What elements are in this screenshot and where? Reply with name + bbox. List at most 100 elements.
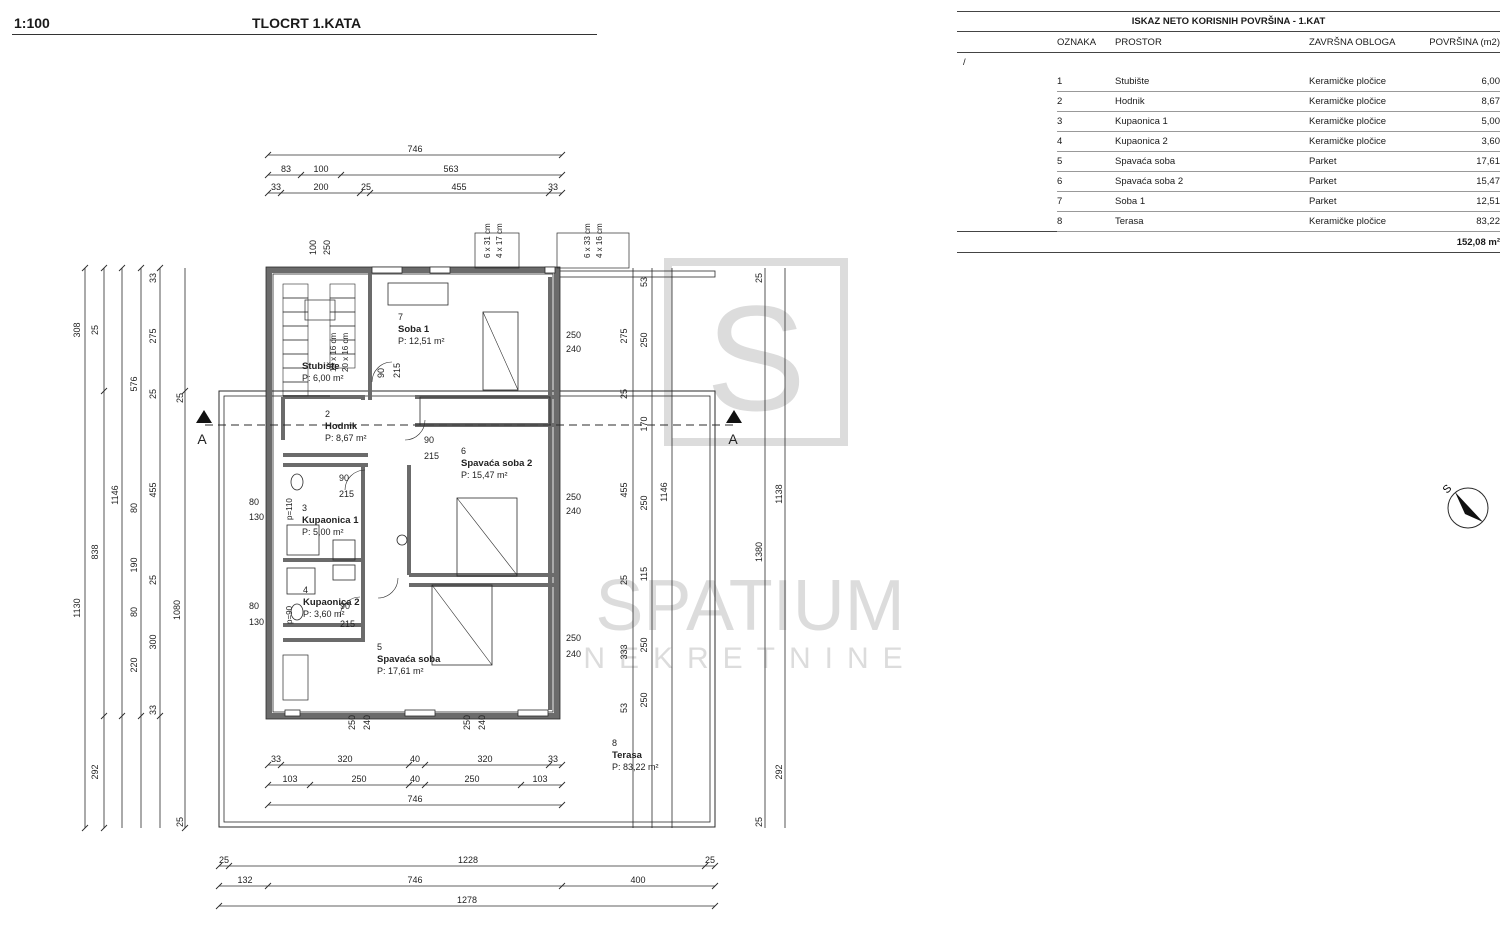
window (429, 266, 451, 274)
dimension-label: 33 (548, 754, 558, 764)
dimension-label: 25 (754, 273, 764, 283)
row-finish: Parket (1309, 151, 1427, 172)
dimension-label: 300 (148, 634, 158, 649)
dimension-label: 200 (313, 182, 328, 192)
opening-label: 250 (566, 492, 581, 502)
dimension-label: 25 (148, 389, 158, 399)
dimension-label: 1380 (754, 542, 764, 562)
section-label: A (728, 431, 738, 447)
area-table-title: ISKAZ NETO KORISNIH POVRŠINA - 1.KAT (957, 11, 1500, 32)
dimension-label: 333 (619, 644, 629, 659)
wardrobe (419, 396, 551, 426)
north-arrow-needle (1455, 492, 1483, 522)
wardrobe-diag (431, 584, 493, 666)
dim-tick (137, 264, 145, 272)
room-name: Spavaća soba 2 (461, 458, 532, 469)
dimension-label: 100 (313, 164, 328, 174)
total-area: 152,08 m² (1427, 231, 1500, 253)
dim-tick (405, 781, 413, 789)
dimension-label: 455 (619, 482, 629, 497)
stair-lower (282, 654, 309, 701)
row-area: 5,00 (1427, 111, 1500, 132)
dimension-label: 250 (639, 637, 649, 652)
watermark-text: SPATIUM (595, 566, 904, 646)
dim-tick (306, 781, 314, 789)
stair-step (329, 311, 356, 327)
row-id: 7 (1057, 191, 1115, 212)
door-swing (339, 596, 361, 618)
row-area: 15,47 (1427, 171, 1500, 192)
room-area: P: 5,00 m² (302, 527, 344, 537)
opening-label: 90 (424, 435, 434, 445)
dim-tick (215, 902, 223, 910)
dim-tick (100, 824, 108, 832)
col-prostor: PROSTOR (1115, 31, 1309, 53)
dim-tick (225, 862, 233, 870)
room-number: 4 (303, 585, 308, 595)
dim-tick (558, 761, 566, 769)
opening-label: 240 (362, 715, 372, 730)
opening-label: 215 (392, 363, 402, 378)
row-id: 2 (1057, 91, 1115, 112)
opening-label: 250 (322, 240, 332, 255)
room-area: P: 8,67 m² (325, 433, 367, 443)
stair-note: 6 x 33 cm (583, 223, 592, 258)
door-swing (344, 469, 366, 491)
dim-tick (215, 862, 223, 870)
stair-step (282, 339, 309, 355)
section-arrow-icon (726, 410, 742, 423)
dimension-label: 1278 (457, 895, 477, 905)
area-table-total: 152,08 m² (957, 231, 1500, 253)
room-number: 6 (461, 446, 466, 456)
dimension-label: 103 (282, 774, 297, 784)
dimension-label: 25 (148, 575, 158, 585)
wardrobe (456, 497, 518, 577)
watermark-subtext: NEKRETNINE (583, 642, 916, 675)
dimension-label: 190 (129, 557, 139, 572)
dim-tick (81, 824, 89, 832)
dim-tick (421, 781, 429, 789)
dimension-label: 25 (90, 325, 100, 335)
room-area: P: 83,22 m² (612, 762, 659, 772)
stair-step (282, 325, 309, 341)
stair-symbol (474, 232, 520, 269)
stair-step (282, 311, 309, 327)
dimension-label: 320 (477, 754, 492, 764)
dim-tick (356, 189, 364, 197)
dimension-label: 250 (639, 495, 649, 510)
opening-label: 250 (347, 715, 357, 730)
window (544, 266, 556, 274)
dim-tick (558, 882, 566, 890)
dimension-label: 80 (129, 607, 139, 617)
dim-tick (711, 902, 719, 910)
dimension-label: 132 (237, 875, 252, 885)
dim-tick (264, 151, 272, 159)
dimension-label: 1146 (659, 482, 669, 501)
dimension-label: 25 (361, 182, 371, 192)
room-number: 5 (377, 642, 382, 652)
wardrobe (387, 282, 449, 306)
dim-tick (100, 387, 108, 395)
section-label: A (197, 431, 207, 447)
row-area: 3,60 (1427, 131, 1500, 152)
dimension-label: 33 (148, 273, 158, 283)
row-room: Soba 1 (1115, 191, 1309, 212)
chimney-icon (396, 534, 408, 546)
dimension-label: 320 (337, 754, 352, 764)
wardrobe-diag (456, 497, 518, 576)
dimension-label: 563 (443, 164, 458, 174)
dim-tick (181, 387, 189, 395)
room-name: Terasa (612, 750, 643, 761)
room-area: P: 15,47 m² (461, 470, 508, 480)
row-finish: Parket (1309, 191, 1427, 212)
opening-label: 90 (376, 368, 386, 378)
dimension-label: 170 (639, 416, 649, 431)
plan-title: TLOCRT 1.KATA (252, 15, 362, 31)
dimension-label: 576 (129, 376, 139, 391)
room-name: Hodnik (325, 421, 358, 432)
dim-tick (118, 712, 126, 720)
dimension-label: 746 (407, 144, 422, 154)
dim-tick (215, 882, 223, 890)
watermark-logo: S (706, 274, 806, 442)
dim-tick (545, 761, 553, 769)
